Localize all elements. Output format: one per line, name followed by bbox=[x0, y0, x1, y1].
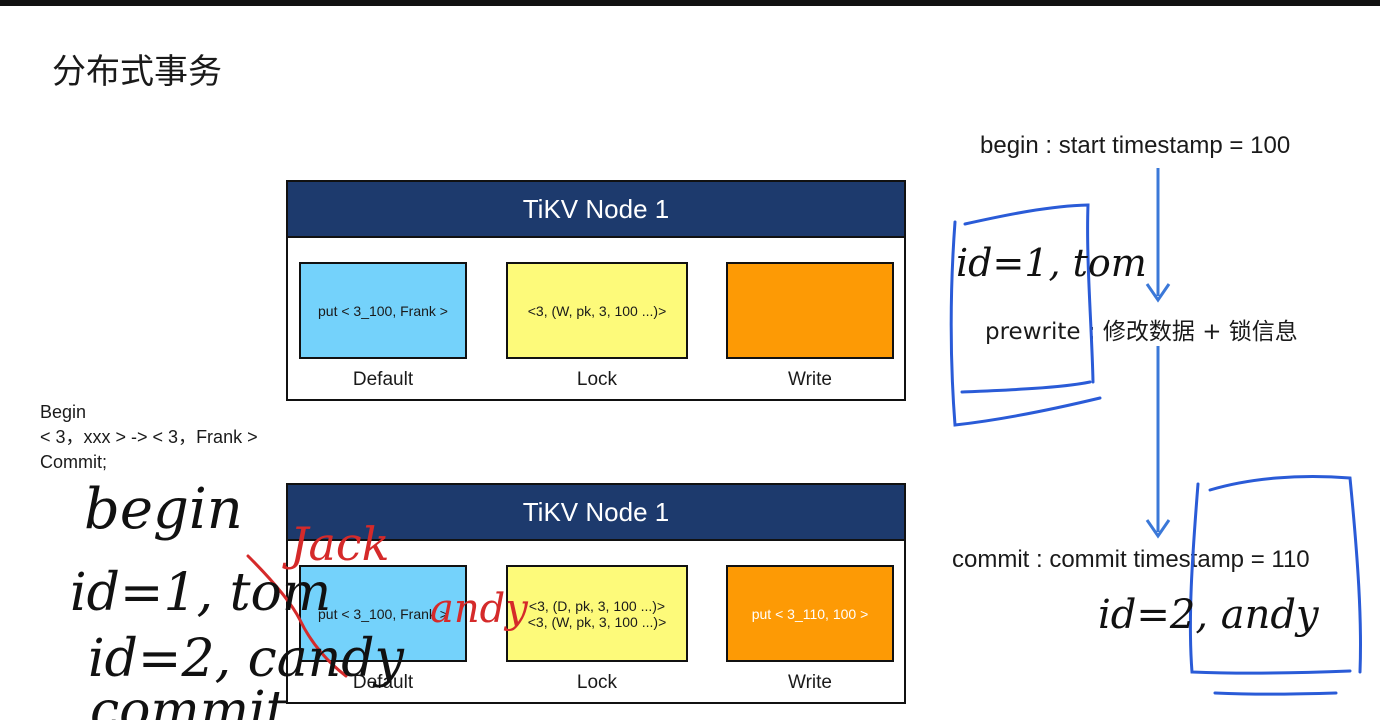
note-commit: Commit; bbox=[40, 452, 107, 472]
lock-cf-value-2: <3, (W, pk, 3, 100 ...)> bbox=[527, 613, 667, 630]
write-cf-box bbox=[726, 262, 894, 359]
node-header: TiKV Node 1 bbox=[288, 182, 904, 238]
default-cf-value: put < 3_100, Frank > bbox=[318, 605, 448, 622]
lock-cf-box: <3, (D, pk, 3, 100 ...)> <3, (W, pk, 3, … bbox=[506, 565, 688, 662]
sql-notes: Begin < 3，xxx > -> < 3，Frank > Commit; bbox=[40, 400, 258, 475]
write-cf-box: put < 3_110, 100 > bbox=[726, 565, 894, 662]
flow-begin: begin : start timestamp = 100 bbox=[980, 132, 1291, 159]
blue-bracket-commit bbox=[1188, 475, 1362, 696]
slide-title: 分布式事务 bbox=[52, 52, 222, 92]
default-cf-box: put < 3_100, Frank > bbox=[299, 565, 467, 662]
handwriting-begin: begin bbox=[84, 477, 243, 542]
lock-cf-box: <3, (W, pk, 3, 100 ...)> bbox=[506, 262, 688, 359]
write-label: Write bbox=[788, 672, 832, 693]
lock-cf-value-1: <3, (D, pk, 3, 100 ...)> bbox=[528, 597, 666, 614]
tikv-node-1: TiKV Node 1 put < 3_100, Frank > <3, (W,… bbox=[286, 180, 906, 401]
handwriting-right-id2-andy: id=2, andy bbox=[1098, 592, 1320, 638]
arrowhead-prewrite bbox=[1145, 283, 1171, 303]
arrowhead-commit bbox=[1145, 519, 1171, 539]
write-label: Write bbox=[788, 369, 832, 390]
default-label: Default bbox=[352, 369, 414, 390]
lock-label: Lock bbox=[576, 369, 618, 390]
write-cf-value: put < 3_110, 100 > bbox=[751, 605, 869, 622]
default-label: Default bbox=[352, 672, 414, 693]
top-bar bbox=[0, 0, 1380, 6]
flow-commit: commit : commit timestamp = 110 bbox=[952, 546, 1310, 573]
node-header: TiKV Node 1 bbox=[288, 485, 904, 541]
blue-ink-marks bbox=[949, 203, 1362, 696]
handwriting-right-id1-tom: id=1, tom bbox=[956, 241, 1147, 285]
tikv-node-2: TiKV Node 1 put < 3_100, Frank > <3, (D,… bbox=[286, 483, 906, 704]
default-cf-value: put < 3_100, Frank > bbox=[318, 302, 448, 319]
handwriting-commit: commit bbox=[90, 681, 287, 720]
lock-cf-value: <3, (W, pk, 3, 100 ...)> bbox=[527, 302, 667, 319]
note-update: < 3，xxx > -> < 3，Frank > bbox=[40, 427, 258, 447]
lock-label: Lock bbox=[576, 672, 618, 693]
flow-arrows bbox=[1145, 168, 1171, 539]
flow-prewrite: prewrite : 修改数据 + 锁信息 bbox=[985, 319, 1298, 345]
black-ink-right: id=1, tom id=2, andy bbox=[956, 241, 1320, 638]
default-cf-box: put < 3_100, Frank > bbox=[299, 262, 467, 359]
note-begin: Begin bbox=[40, 402, 87, 422]
